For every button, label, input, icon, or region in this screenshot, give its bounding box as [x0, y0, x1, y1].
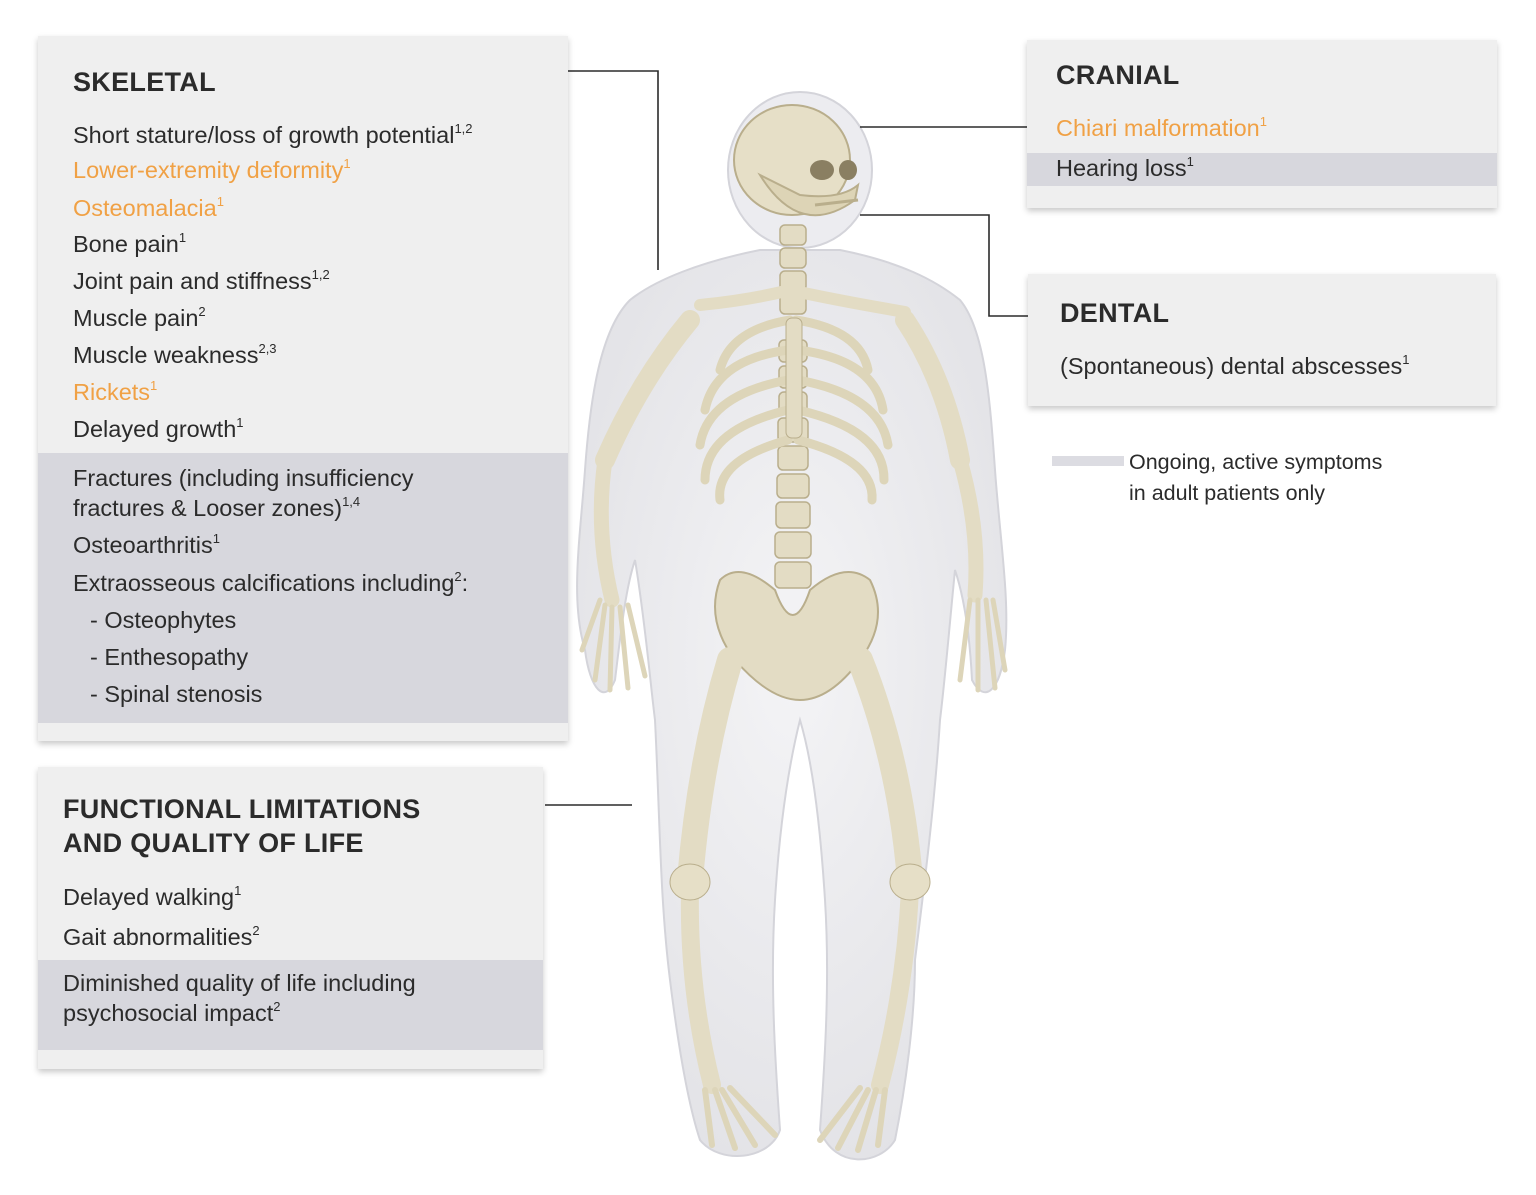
functional-title-line-1: FUNCTIONAL LIMITATIONS	[63, 794, 421, 824]
feet	[702, 1085, 888, 1153]
skeletal-adult-section: Fractures (including insufficiency fract…	[38, 453, 568, 723]
dental-item-abscesses: (Spontaneous) dental abscesses1	[1060, 352, 1410, 379]
legend-swatch	[1052, 456, 1124, 466]
skeletal-item-lower-extremity-deformity: Lower-extremity deformity1	[73, 156, 351, 183]
skeletal-panel: SKELETAL Short stature/loss of growth po…	[38, 36, 568, 741]
clavicles	[694, 283, 911, 318]
cranial-item-hearing-loss: Hearing loss1	[1056, 154, 1194, 181]
skeletal-item-osteophytes: - Osteophytes	[90, 607, 237, 633]
skeletal-item-fractures: Fractures (including insufficiency fract…	[73, 465, 414, 521]
hands	[579, 597, 1008, 693]
arms	[593, 310, 984, 608]
skeletal-item-osteomalacia: Osteomalacia1	[73, 194, 224, 221]
skeletal-item-joint-pain: Joint pain and stiffness1,2	[73, 267, 330, 294]
legs	[677, 647, 923, 1094]
legend-text: Ongoing, active symptoms in adult patien…	[1129, 447, 1382, 509]
skull	[733, 104, 860, 217]
functional-title-line-2: AND QUALITY OF LIFE	[63, 828, 364, 858]
functional-panel: FUNCTIONAL LIMITATIONS AND QUALITY OF LI…	[38, 767, 543, 1069]
cranial-item-chiari: Chiari malformation1	[1056, 114, 1267, 141]
skeletal-item-spinal-stenosis: - Spinal stenosis	[90, 681, 263, 707]
legend-line-2: in adult patients only	[1129, 481, 1326, 505]
skeletal-title: SKELETAL	[73, 67, 216, 97]
skeletal-item-bone-pain: Bone pain1	[73, 230, 187, 257]
connector-lines	[545, 70, 1028, 806]
right-knee	[889, 863, 931, 901]
skeletal-item-delayed-growth: Delayed growth1	[73, 415, 244, 442]
skeletal-item-extraosseous: Extraosseous calcifications including2:	[73, 569, 469, 596]
ribcage	[695, 315, 893, 505]
dental-connector	[860, 214, 1028, 317]
skeletal-item-muscle-weakness: Muscle weakness2,3	[73, 341, 277, 368]
functional-item-delayed-walking: Delayed walking1	[63, 883, 242, 910]
skeletal-item-enthesopathy: - Enthesopathy	[90, 644, 249, 670]
skeletal-item-muscle-pain: Muscle pain2	[73, 304, 206, 331]
skeletal-item-rickets: Rickets1	[73, 378, 158, 405]
skeletal-item-short-stature: Short stature/loss of growth potential1,…	[73, 121, 473, 148]
sternum	[785, 317, 803, 439]
dental-panel: DENTAL (Spontaneous) dental abscesses1	[1028, 274, 1496, 406]
cranial-panel: CRANIAL Chiari malformation1 Hearing los…	[1027, 40, 1497, 208]
left-knee	[669, 863, 711, 901]
skeletal-item-osteoarthritis: Osteoarthritis1	[73, 531, 220, 558]
cranial-title: CRANIAL	[1056, 60, 1180, 90]
functional-adult-section: Diminished quality of life including psy…	[38, 960, 543, 1050]
dental-title: DENTAL	[1060, 298, 1170, 328]
functional-title: FUNCTIONAL LIMITATIONS AND QUALITY OF LI…	[63, 792, 421, 860]
functional-item-gait: Gait abnormalities2	[63, 923, 260, 950]
cranial-adult-section: Hearing loss1	[1027, 153, 1497, 186]
functional-item-quality-of-life: Diminished quality of life including psy…	[63, 970, 416, 1026]
legend-line-1: Ongoing, active symptoms	[1129, 450, 1383, 474]
skeletal-connector	[568, 70, 659, 270]
